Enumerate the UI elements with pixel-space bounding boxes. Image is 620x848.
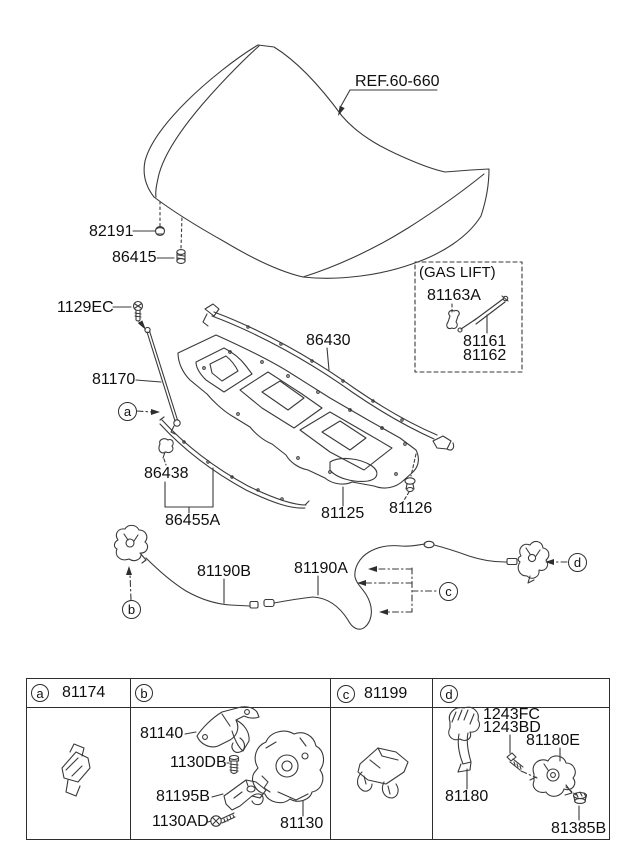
table-header-letter-d: d (440, 685, 458, 703)
part-label-86415: 86415 (112, 249, 157, 266)
table-part-1243FC: 1243FC (483, 706, 540, 723)
part-label-86430: 86430 (306, 332, 351, 349)
part-label-82191: 82191 (89, 223, 134, 240)
part-label-81162: 81162 (463, 347, 507, 364)
table-header-letter-a: a (31, 684, 49, 702)
table-header-letter-b: b (135, 684, 153, 702)
callout-a: a (118, 402, 137, 421)
part-label-81163A: 81163A (427, 287, 481, 304)
table-part-81140: 81140 (140, 725, 184, 742)
part-label-81170: 81170 (92, 371, 136, 388)
table-part-1130DB: 1130DB (170, 754, 227, 771)
table-header-letter-c: c (337, 685, 355, 703)
table-divider (432, 679, 433, 839)
table-header-divider (27, 707, 609, 708)
callout-c: c (439, 582, 458, 601)
gas-lift-title: (GAS LIFT) (419, 264, 496, 281)
part-label-81126: 81126 (389, 500, 433, 517)
table-part-81385B: 81385B (551, 820, 607, 837)
part-label-81125: 81125 (321, 505, 365, 522)
part-label-1129EC: 1129EC (57, 299, 114, 316)
table-divider (330, 679, 331, 839)
parts-table (26, 678, 610, 840)
part-label-86455A: 86455A (165, 512, 221, 529)
callout-b: b (122, 600, 141, 619)
table-part-1130AD: 1130AD (152, 813, 209, 830)
table-part-81130: 81130 (280, 815, 324, 832)
table-part-81180E: 81180E (526, 732, 580, 749)
table-part-81174: 81174 (62, 684, 106, 701)
ref-label: REF.60-660 (355, 73, 440, 90)
table-divider (130, 679, 131, 839)
table-part-81199: 81199 (364, 685, 408, 702)
part-label-86438: 86438 (144, 465, 189, 482)
table-part-81195B: 81195B (156, 788, 210, 805)
part-label-81190A: 81190A (294, 560, 348, 577)
part-label-81190B: 81190B (197, 563, 251, 580)
callout-d: d (568, 553, 587, 572)
table-part-81180: 81180 (445, 788, 489, 805)
part-label-81161: 81161 (463, 333, 507, 350)
table-part-1243BD: 1243BD (483, 719, 541, 736)
